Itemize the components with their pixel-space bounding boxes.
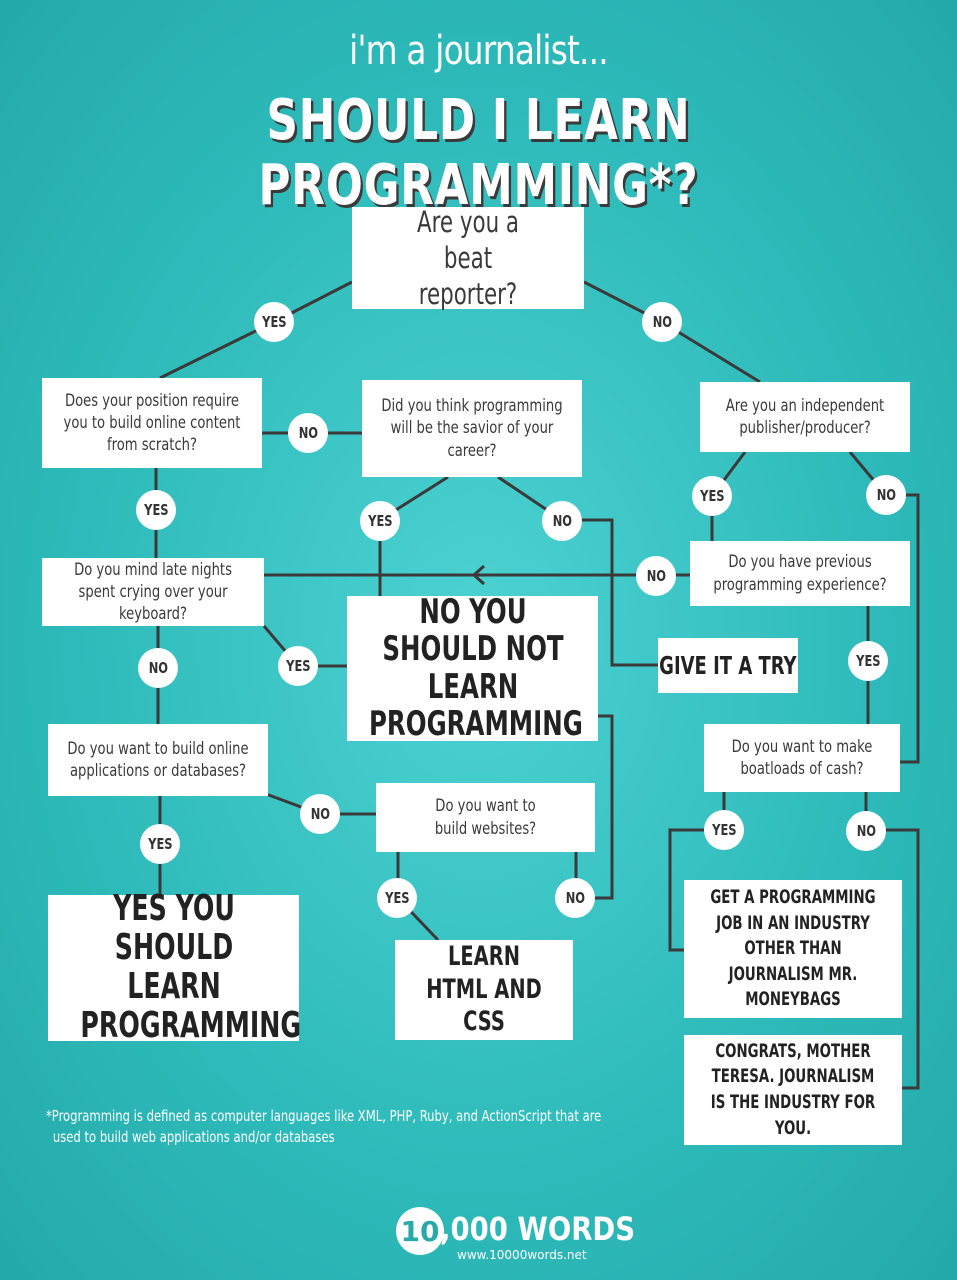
label-no: NO [555, 878, 595, 918]
label-no: NO [288, 413, 328, 453]
label-yes: YES [692, 476, 732, 516]
label-no: NO [542, 501, 582, 541]
node-previous-experience: Do you have previous programming experie… [690, 541, 910, 606]
label-no: NO [846, 811, 886, 851]
node-boatloads-of-cash: Do you want to make boatloads of cash? [704, 724, 900, 792]
node-build-websites: Do you want to build websites? [376, 783, 595, 852]
node-give-it-a-try: GIVE IT A TRY [658, 638, 798, 693]
label-no: NO [138, 648, 178, 688]
label-yes: YES [254, 302, 294, 342]
logo-number: 10 [396, 1207, 444, 1255]
footnote-line-1: *Programming is defined as computer lang… [46, 1107, 602, 1125]
label-yes: YES [377, 878, 417, 918]
footnote: *Programming is defined as computer lang… [46, 1106, 646, 1148]
label-yes: YES [136, 490, 176, 530]
footnote-line-2: used to build web applications and/or da… [52, 1128, 335, 1146]
node-yes-should: YES YOU SHOULD LEARN PROGRAMMING [48, 889, 301, 1045]
node-no-should-not: NO YOU SHOULD NOT LEARN PROGRAMMING [347, 593, 598, 743]
label-yes: YES [278, 646, 318, 686]
node-mother-teresa: CONGRATS, MOTHER TERESA. JOURNALISM IS T… [684, 1035, 902, 1145]
label-no: NO [866, 475, 906, 515]
node-build-apps: Do you want to build online applications… [48, 724, 268, 796]
node-beat-reporter: Are you a beat reporter? [352, 205, 584, 311]
logo-text: ,000 WORDS [440, 1210, 636, 1248]
label-no: NO [636, 556, 676, 596]
node-late-nights: Do you mind late nights spent crying ove… [42, 558, 264, 626]
node-build-from-scratch: Does your position require you to build … [42, 378, 262, 468]
connector-savior-no [497, 475, 658, 667]
label-yes: YES [848, 641, 888, 681]
label-yes: YES [140, 824, 180, 864]
page-title: SHOULD I LEARN PROGRAMMING*? [258, 88, 699, 218]
label-yes: YES [360, 501, 400, 541]
page-subtitle: i'm a journalist... [349, 28, 608, 74]
node-savior-of-career: Did you think programming will be the sa… [362, 380, 582, 477]
node-programming-job: GET A PROGRAMMING JOB IN AN INDUSTRY OTH… [684, 880, 902, 1018]
arrowhead [471, 564, 486, 586]
logo-url: www.10000words.net [457, 1248, 587, 1262]
label-yes: YES [704, 810, 744, 850]
label-no: NO [642, 302, 682, 342]
label-no: NO [300, 794, 340, 834]
node-independent-publisher: Are you an independent publisher/produce… [700, 382, 910, 452]
node-learn-html: LEARN HTML AND CSS [395, 940, 573, 1040]
